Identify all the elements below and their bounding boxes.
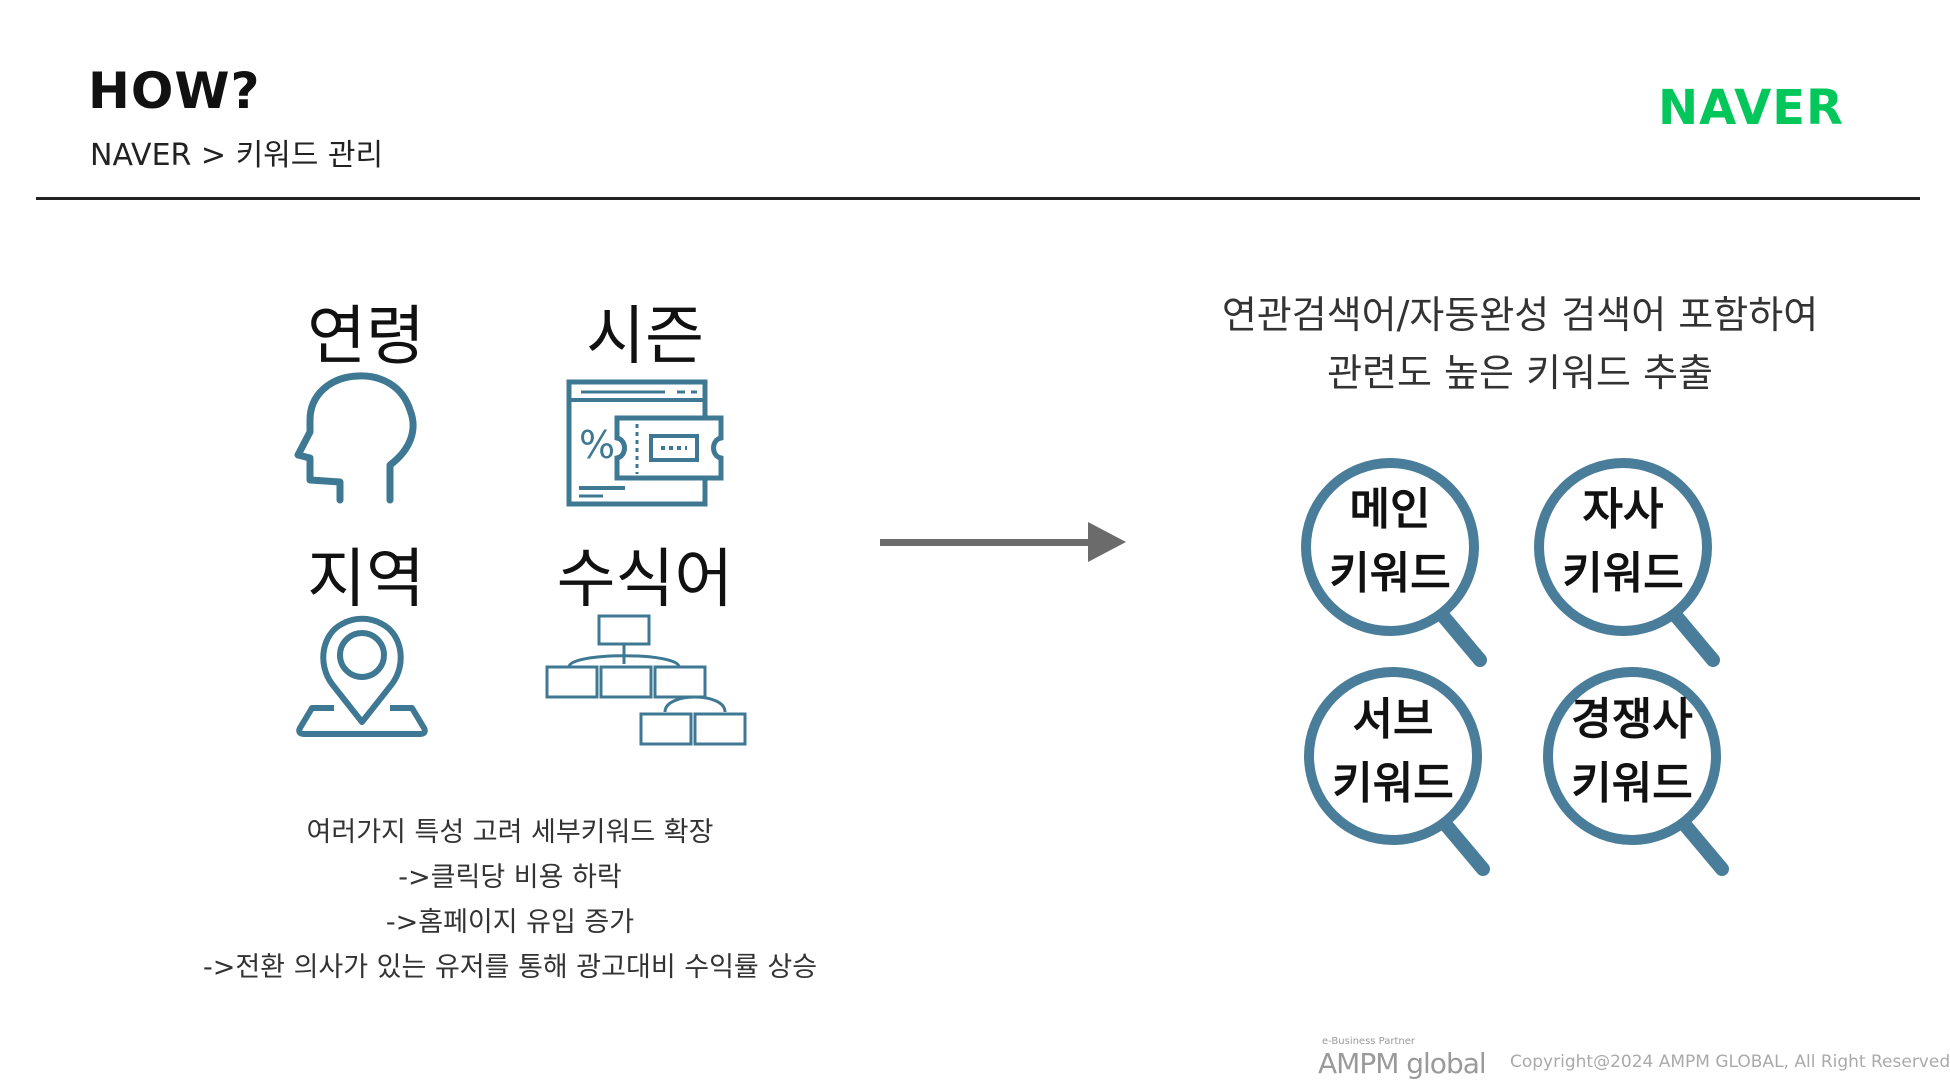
description-line: ->홈페이지 유입 증가 xyxy=(385,907,635,938)
footer-logo: e-Business Partner AMPM global xyxy=(1318,1036,1487,1080)
description-line: ->전환 의사가 있는 유저를 통해 광고대비 수익률 상승 xyxy=(202,952,818,983)
footer-logo-tag: e-Business Partner xyxy=(1322,1036,1416,1047)
keyword-competitor: 경쟁사 키워드 xyxy=(1547,688,1717,816)
keyword-line: 경쟁사 xyxy=(1571,694,1693,745)
keyword-line: 키워드 xyxy=(1571,758,1693,809)
headline-line: 연관검색어/자동완성 검색어 포함하여 xyxy=(1221,293,1819,337)
description-line: ->클릭당 비용 하락 xyxy=(398,862,622,893)
keyword-own: 자사 키워드 xyxy=(1538,478,1708,606)
brand-logo: NAVER xyxy=(1658,80,1844,136)
feature-label-region: 지역 xyxy=(307,543,425,617)
head-icon xyxy=(294,372,417,504)
keyword-sub: 서브 키워드 xyxy=(1308,688,1478,816)
result-headline: 연관검색어/자동완성 검색어 포함하여 관련도 높은 키워드 추출 xyxy=(1170,286,1870,402)
keyword-line: 키워드 xyxy=(1329,548,1451,599)
headline-line: 관련도 높은 키워드 추출 xyxy=(1327,351,1713,395)
magnifier-icon xyxy=(1534,458,1720,667)
org-chart-icon xyxy=(545,614,747,746)
arrow-right-icon xyxy=(880,522,1126,562)
breadcrumb: NAVER > 키워드 관리 xyxy=(90,138,384,173)
coupon-icon: % xyxy=(566,379,724,507)
magnifier-icon xyxy=(1304,667,1490,876)
feature-label-season: 시즌 xyxy=(586,300,704,374)
keyword-line: 키워드 xyxy=(1562,548,1684,599)
svg-text:%: % xyxy=(579,423,615,467)
keyword-line: 자사 xyxy=(1582,484,1664,535)
location-pin-icon xyxy=(296,615,428,737)
keyword-line: 서브 xyxy=(1352,694,1434,745)
copyright-text: Copyright@2024 AMPM GLOBAL, All Right Re… xyxy=(1510,1052,1950,1072)
magnifier-icon xyxy=(1543,667,1729,876)
magnifier-icon xyxy=(1301,458,1487,667)
keyword-line: 메인 xyxy=(1349,484,1431,535)
keyword-main: 메인 키워드 xyxy=(1305,478,1475,606)
feature-label-modifier: 수식어 xyxy=(556,543,734,617)
header-divider xyxy=(36,197,1920,200)
page-title: HOW? xyxy=(88,62,261,120)
footer-logo-name: AMPM global xyxy=(1318,1047,1487,1080)
description-line: 여러가지 특성 고려 세부키워드 확장 xyxy=(306,817,714,848)
feature-label-age: 연령 xyxy=(307,300,425,374)
keyword-line: 키워드 xyxy=(1332,758,1454,809)
description-text: 여러가지 특성 고려 세부키워드 확장 ->클릭당 비용 하락 ->홈페이지 유… xyxy=(150,810,870,990)
